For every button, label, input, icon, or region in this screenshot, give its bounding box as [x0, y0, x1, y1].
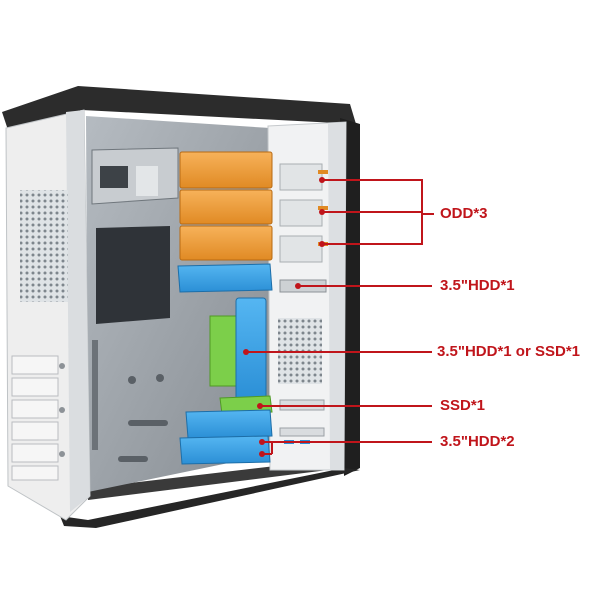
callout-lines [246, 179, 434, 455]
label-hdd-or-ssd: 3.5"HDD*1 or SSD*1 [437, 343, 580, 360]
hdd-bottom [179, 409, 273, 465]
hdd-top [177, 263, 273, 293]
label-hdd-top: 3.5"HDD*1 [440, 277, 515, 294]
label-hdd-bottom: 3.5"HDD*2 [440, 433, 515, 450]
case-top-frame [2, 86, 356, 130]
hdd-or-ssd-vertical [209, 297, 267, 401]
case-front-panel [267, 121, 347, 471]
label-ssd: SSD*1 [440, 397, 486, 414]
expansion-slots [11, 355, 59, 481]
case-rear-panel [5, 109, 91, 521]
label-odd: ODD*3 [440, 205, 488, 222]
callout-dots [243, 177, 325, 457]
ssd-drive [219, 395, 273, 415]
rear-vent-mesh [20, 190, 68, 302]
odd-drives [179, 151, 273, 261]
